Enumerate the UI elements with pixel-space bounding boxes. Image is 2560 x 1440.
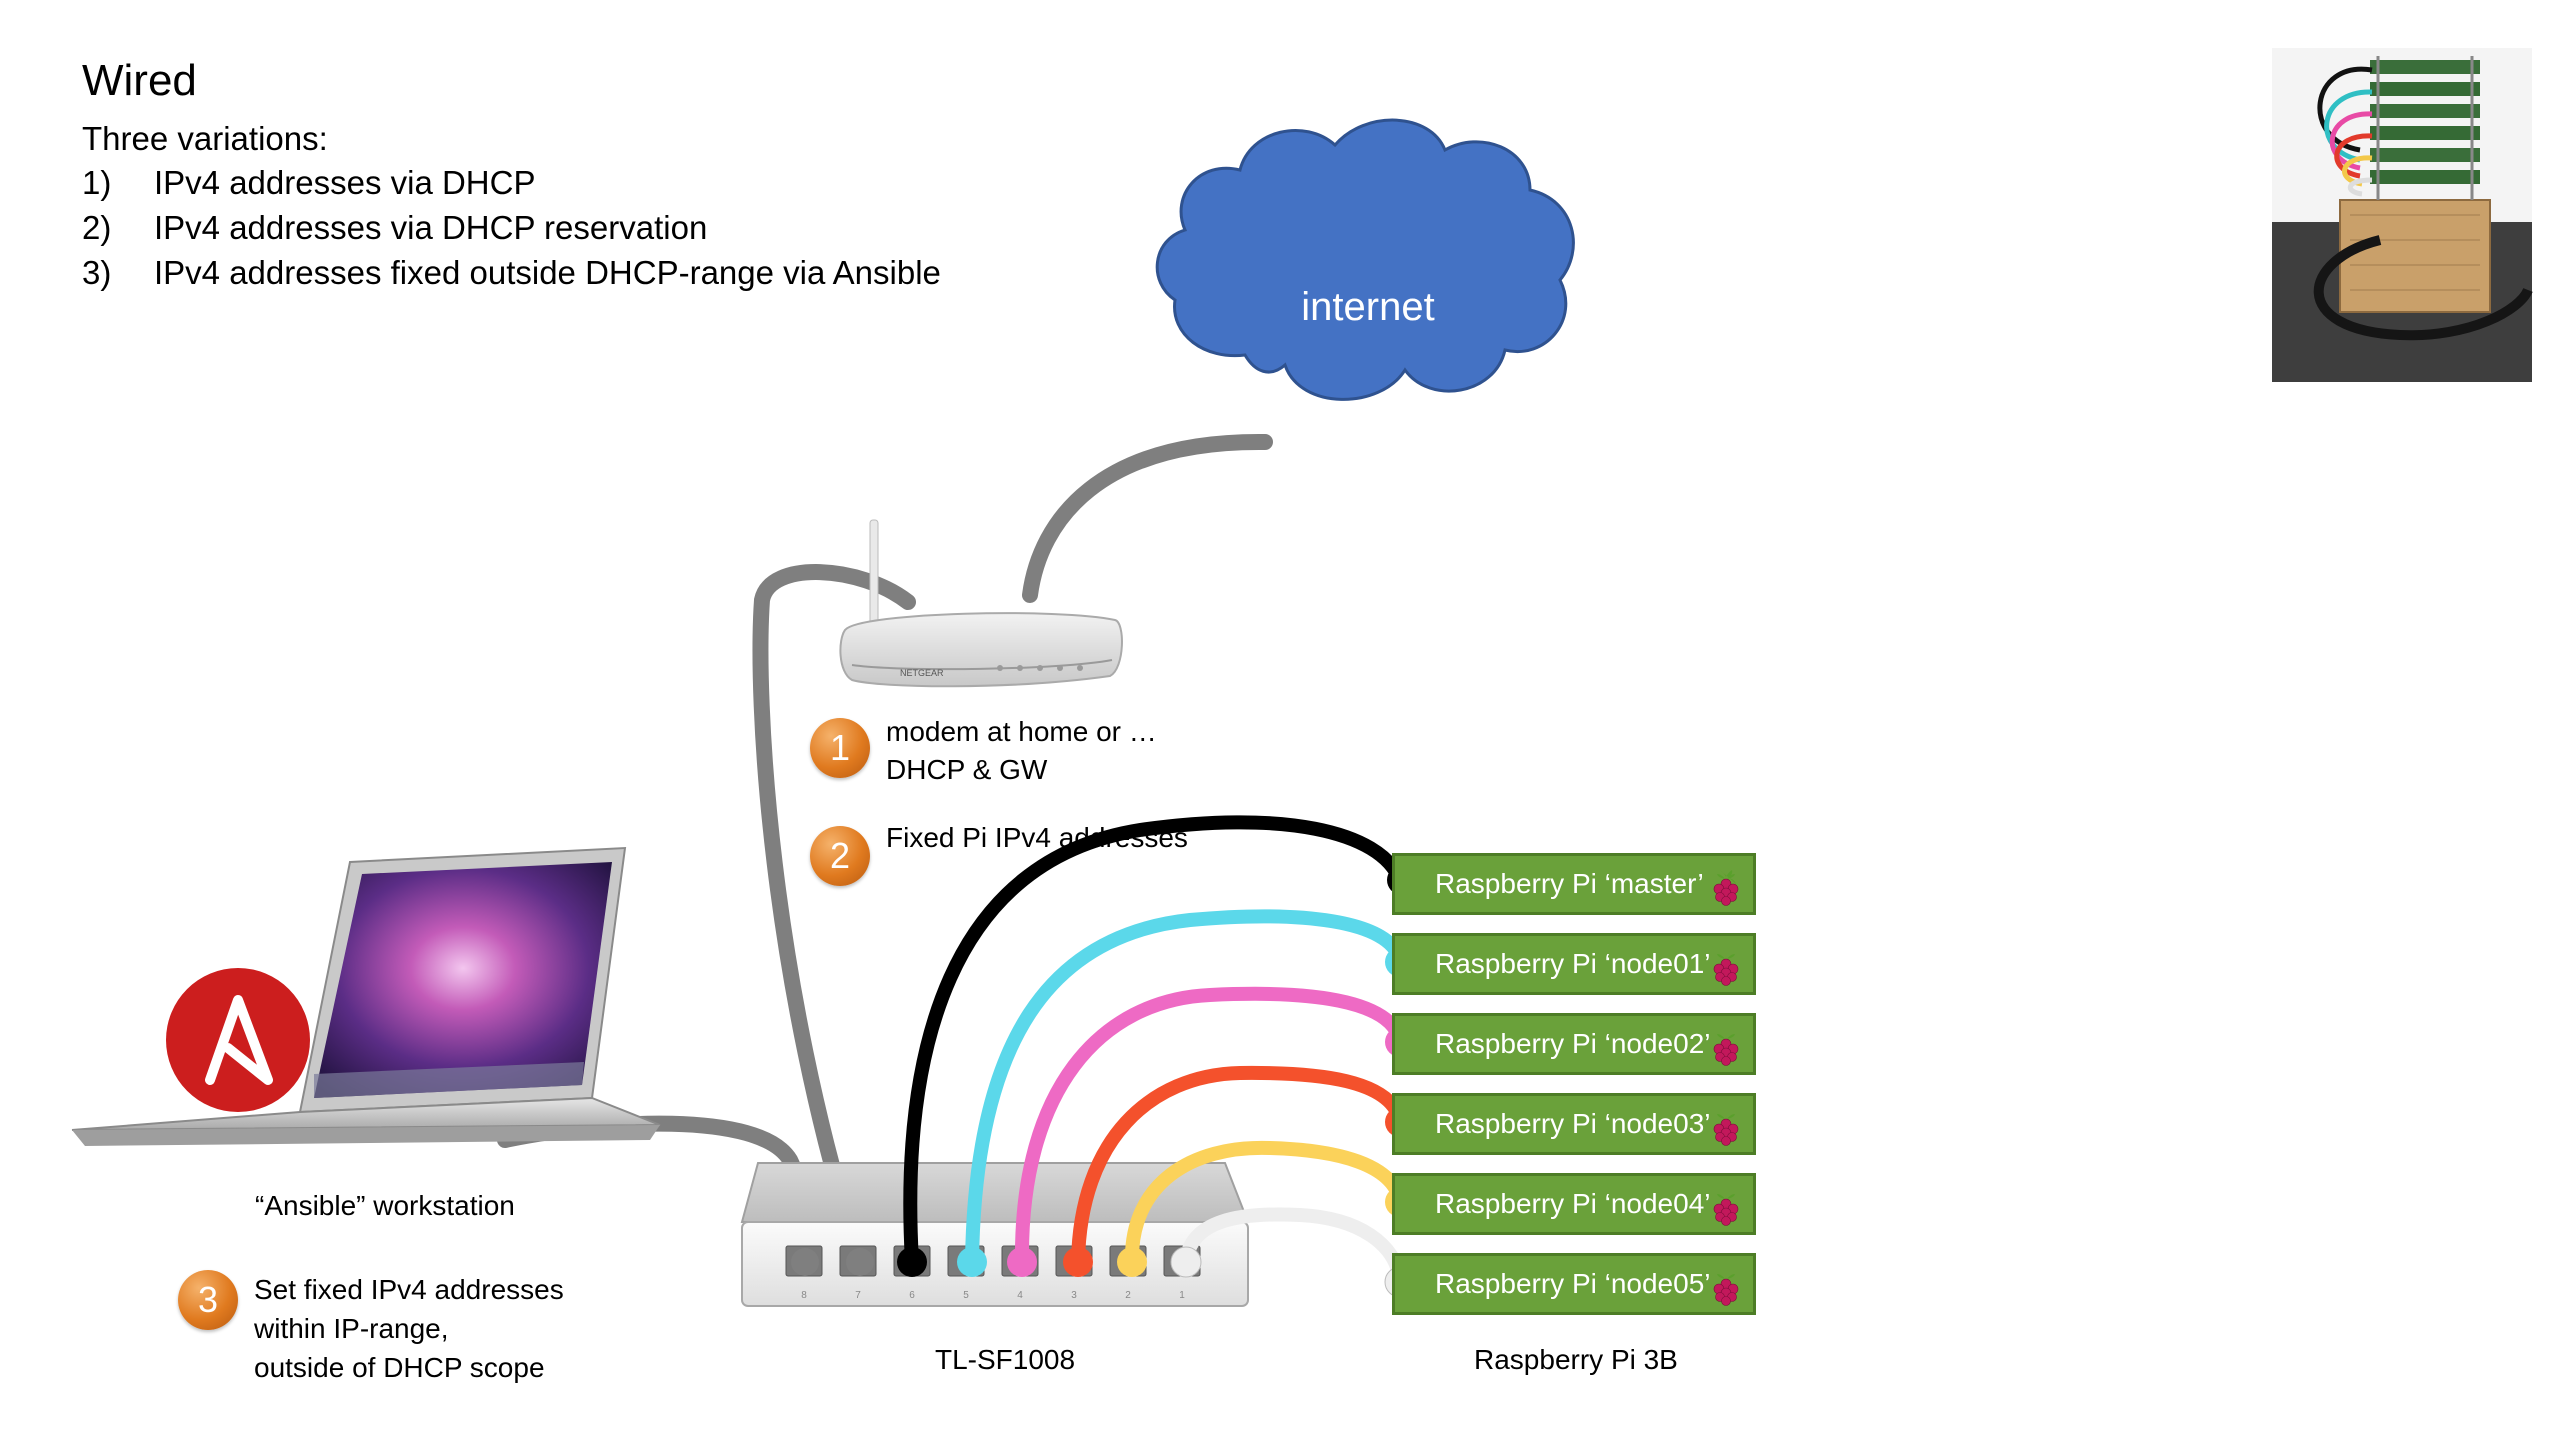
pi-box-node04: Raspberry Pi ‘node04’ xyxy=(1392,1173,1756,1235)
raspberry-icon xyxy=(1713,870,1739,906)
raspberry-icon xyxy=(1713,1274,1739,1306)
plug-workstation xyxy=(791,1248,819,1276)
pi-name: Raspberry Pi ‘node01’ xyxy=(1435,948,1711,979)
callout-3-line2: within IP-range, xyxy=(254,1313,449,1344)
router-brand: NETGEAR xyxy=(900,668,944,678)
switch-label: TL-SF1008 xyxy=(935,1344,1076,1375)
plug-node04-switch xyxy=(1117,1247,1147,1277)
plug-node01-switch xyxy=(957,1247,987,1277)
port-number: 6 xyxy=(909,1290,915,1301)
raspberry-icon xyxy=(1713,1194,1739,1226)
cluster-cables xyxy=(2313,66,2533,341)
plug-node02-switch xyxy=(1007,1247,1037,1277)
switch-port-numbers: 8 7 6 5 4 3 2 1 xyxy=(801,1290,1185,1301)
callout-badge-3: 3 xyxy=(178,1270,238,1330)
pi-name: Raspberry Pi ‘master’ xyxy=(1435,868,1704,899)
pi-box-node03: Raspberry Pi ‘node03’ xyxy=(1392,1093,1756,1155)
plug-master-switch xyxy=(897,1247,927,1277)
switch-front xyxy=(741,1221,1249,1307)
port-number: 8 xyxy=(801,1290,807,1301)
callout-3-line3: outside of DHCP scope xyxy=(254,1352,545,1383)
laptop-screen xyxy=(314,862,612,1098)
pi-name: Raspberry Pi ‘node04’ xyxy=(1435,1188,1711,1219)
cable-node02 xyxy=(1014,986,1407,1269)
ansible-logo-icon xyxy=(166,968,310,1112)
port-number: 5 xyxy=(963,1290,969,1301)
router-antenna xyxy=(869,519,879,631)
page-title: Wired xyxy=(82,56,197,105)
callout-badge-1: 1 xyxy=(810,718,870,778)
variation-item: 3) IPv4 addresses fixed outside DHCP-rang… xyxy=(82,254,941,292)
variation-item: 1) IPv4 addresses via DHCP xyxy=(82,164,535,202)
cable-node01 xyxy=(965,909,1407,1269)
raspberry-icon xyxy=(1713,1114,1739,1146)
variation-number: 3) xyxy=(82,254,112,291)
cloud-label: internet xyxy=(1301,285,1434,329)
port-number: 1 xyxy=(1179,1290,1185,1301)
callout-2-line1: Fixed Pi IPv4 addresses xyxy=(886,822,1188,853)
cable-node04 xyxy=(1124,1140,1407,1269)
cable-router-to-switch xyxy=(752,564,916,1270)
pi-cluster-photo xyxy=(2272,48,2533,382)
pi-box-master: Raspberry Pi ‘master’ xyxy=(1392,853,1756,915)
router: NETGEAR xyxy=(839,519,1123,688)
callout-3-line1: Set fixed IPv4 addresses xyxy=(254,1274,564,1305)
cable-router-to-internet xyxy=(1022,433,1273,603)
router-leds xyxy=(997,665,1083,671)
cable-node05 xyxy=(1179,1207,1407,1287)
ansible-workstation-laptop xyxy=(71,846,661,1146)
variation-text: IPv4 addresses via DHCP reservation xyxy=(154,209,708,246)
internet-cloud: internet xyxy=(1155,118,1575,401)
port-number: 3 xyxy=(1071,1290,1077,1301)
callout-badge-2: 2 xyxy=(810,826,870,886)
pi-box-node05: Raspberry Pi ‘node05’ xyxy=(1392,1253,1756,1315)
workstation-label: “Ansible” workstation xyxy=(255,1190,515,1221)
pi-stack xyxy=(2370,56,2480,200)
pi-box-node02: Raspberry Pi ‘node02’ xyxy=(1392,1013,1756,1075)
router-body xyxy=(839,612,1123,688)
switch-tl-sf1008: 8 7 6 5 4 3 2 1 xyxy=(740,1162,1250,1307)
variation-text: IPv4 addresses fixed outside DHCP-range … xyxy=(154,254,941,291)
cable-master xyxy=(903,815,1407,1269)
pi-name: Raspberry Pi ‘node05’ xyxy=(1435,1268,1711,1299)
raspberry-icon xyxy=(1713,1034,1739,1066)
raspberry-icon xyxy=(1713,954,1739,986)
pi-group-label: Raspberry Pi 3B xyxy=(1474,1344,1678,1375)
port-number: 4 xyxy=(1017,1290,1023,1301)
variation-number: 1) xyxy=(82,164,112,201)
variation-item: 2) IPv4 addresses via DHCP reservation xyxy=(82,209,707,247)
pi-name: Raspberry Pi ‘node02’ xyxy=(1435,1028,1711,1059)
cable-node03 xyxy=(1071,1065,1407,1269)
pi-box-node01: Raspberry Pi ‘node01’ xyxy=(1392,933,1756,995)
port-number: 7 xyxy=(855,1290,861,1301)
callout-1-line1: modem at home or … xyxy=(886,716,1157,747)
callout-1-line2: DHCP & GW xyxy=(886,754,1048,785)
port-number: 2 xyxy=(1125,1290,1131,1301)
pi-name: Raspberry Pi ‘node03’ xyxy=(1435,1108,1711,1139)
plug-node03-switch xyxy=(1063,1247,1093,1277)
plug-node05-switch xyxy=(1170,1246,1202,1278)
variations-heading: Three variations: xyxy=(82,120,328,157)
wooden-box xyxy=(2339,199,2491,313)
variation-text: IPv4 addresses via DHCP xyxy=(154,164,536,201)
plug-router xyxy=(846,1248,874,1276)
variation-number: 2) xyxy=(82,209,112,246)
